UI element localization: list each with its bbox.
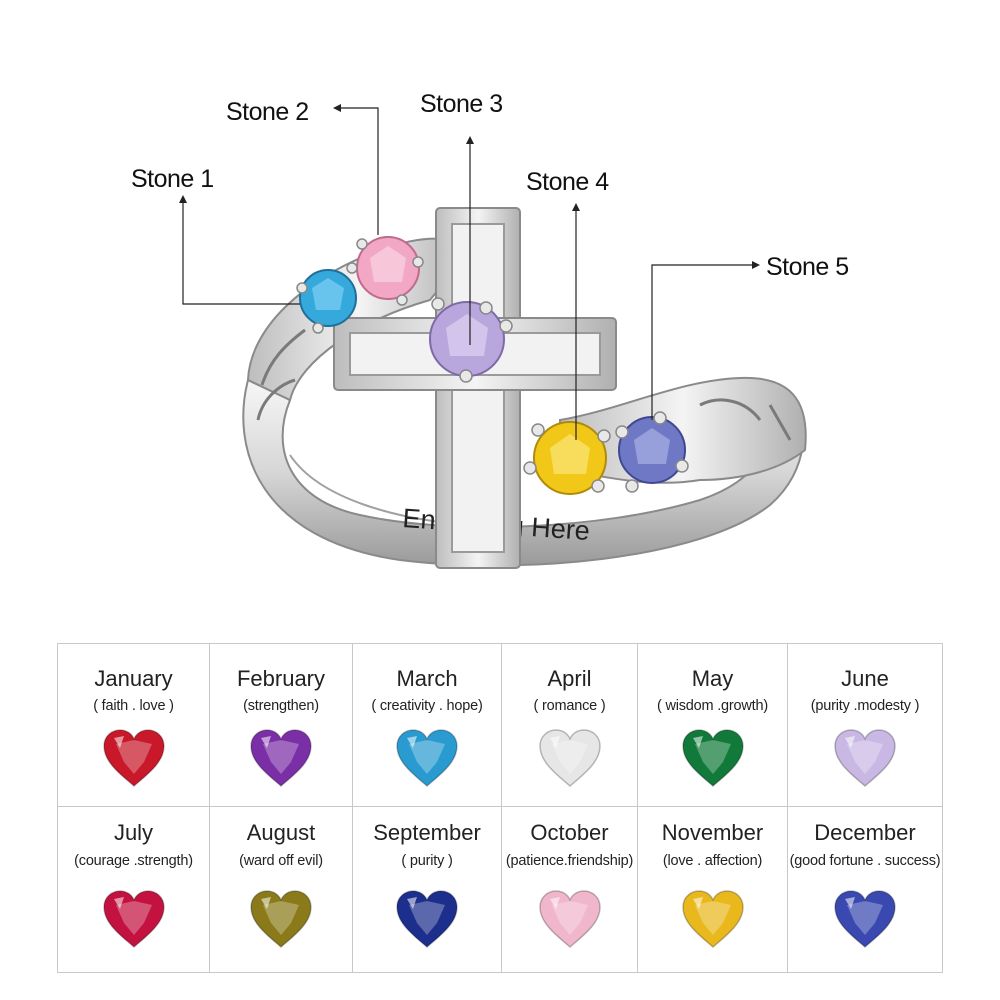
month-meaning: (patience.friendship) [505, 853, 634, 869]
ring-stone-5 [618, 416, 686, 484]
heart-gem-icon [396, 890, 458, 948]
month-meaning: ( romance ) [533, 698, 606, 714]
month-meaning: (love . affection) [662, 853, 763, 869]
month-cell-december: December (good fortune . success) [788, 807, 942, 972]
month-name: July [113, 820, 154, 845]
callout-arrowheads [179, 104, 760, 269]
month-cell-june: June (purity .modesty ) [788, 644, 942, 807]
month-cell-september: September ( purity ) [353, 807, 502, 972]
month-name: August [246, 820, 316, 845]
month-cell-february: February (strengthen) [210, 644, 353, 807]
heart-gem-icon [681, 890, 744, 948]
month-meaning: (purity .modesty ) [810, 698, 920, 714]
month-meaning: (courage .strength) [74, 853, 193, 869]
heart-gem-icon [250, 890, 312, 948]
ring-stone-4 [533, 421, 607, 495]
stone-4-label: Stone 4 [526, 168, 609, 196]
month-name: June [841, 666, 889, 691]
cross [333, 207, 617, 569]
month-meaning: ( wisdom .growth) [656, 698, 768, 714]
month-name: February [236, 666, 326, 691]
month-meaning: (ward off evil) [239, 853, 323, 869]
heart-gem-icon [102, 890, 165, 948]
month-meaning: ( creativity . hope) [371, 698, 483, 714]
heart-gem-icon [681, 729, 744, 787]
month-cell-march: March ( creativity . hope) [353, 644, 502, 807]
heart-gem-icon [538, 729, 601, 787]
month-meaning: ( faith . love ) [93, 698, 174, 714]
month-name: March [396, 666, 458, 691]
month-meaning: ( purity ) [401, 853, 453, 869]
month-name: November [661, 820, 764, 845]
month-meaning: (good fortune . success) [789, 853, 941, 869]
month-cell-august: August (ward off evil) [210, 807, 353, 972]
month-meaning: (strengthen) [243, 698, 319, 714]
heart-gem-icon [396, 729, 458, 787]
ring-stone-3 [429, 301, 505, 377]
month-cell-november: November (love . affection) [638, 807, 788, 972]
heart-gem-icon [102, 729, 165, 787]
month-cell-april: April ( romance ) [502, 644, 638, 807]
prongs [296, 238, 689, 493]
month-name: April [547, 666, 592, 691]
stone-3-label: Stone 3 [420, 90, 503, 118]
ring-stone-1 [299, 269, 357, 327]
month-cell-january: January ( faith . love ) [58, 644, 210, 807]
ring-stone-2 [356, 236, 420, 300]
month-name: September [373, 820, 481, 845]
stone-2-label: Stone 2 [226, 98, 309, 126]
stone-5-label: Stone 5 [766, 253, 849, 281]
heart-gem-icon [834, 890, 896, 948]
month-cell-july: July (courage .strength) [58, 807, 210, 972]
month-name: January [94, 666, 173, 691]
month-name: October [530, 820, 609, 845]
callout-lines [182, 107, 756, 440]
month-name: May [691, 666, 734, 691]
birthstone-chart: January ( faith . love ) February (strength… [57, 643, 943, 973]
ring-illustration: Engraving Here [179, 104, 807, 569]
stone-1-label: Stone 1 [131, 165, 214, 193]
month-cell-may: May ( wisdom .growth) [638, 644, 788, 807]
month-cell-october: October (patience.friendship) [502, 807, 638, 972]
heart-gem-icon [834, 729, 896, 787]
heart-gem-icon [538, 890, 601, 948]
month-name: December [814, 820, 916, 845]
heart-gem-icon [250, 729, 312, 787]
